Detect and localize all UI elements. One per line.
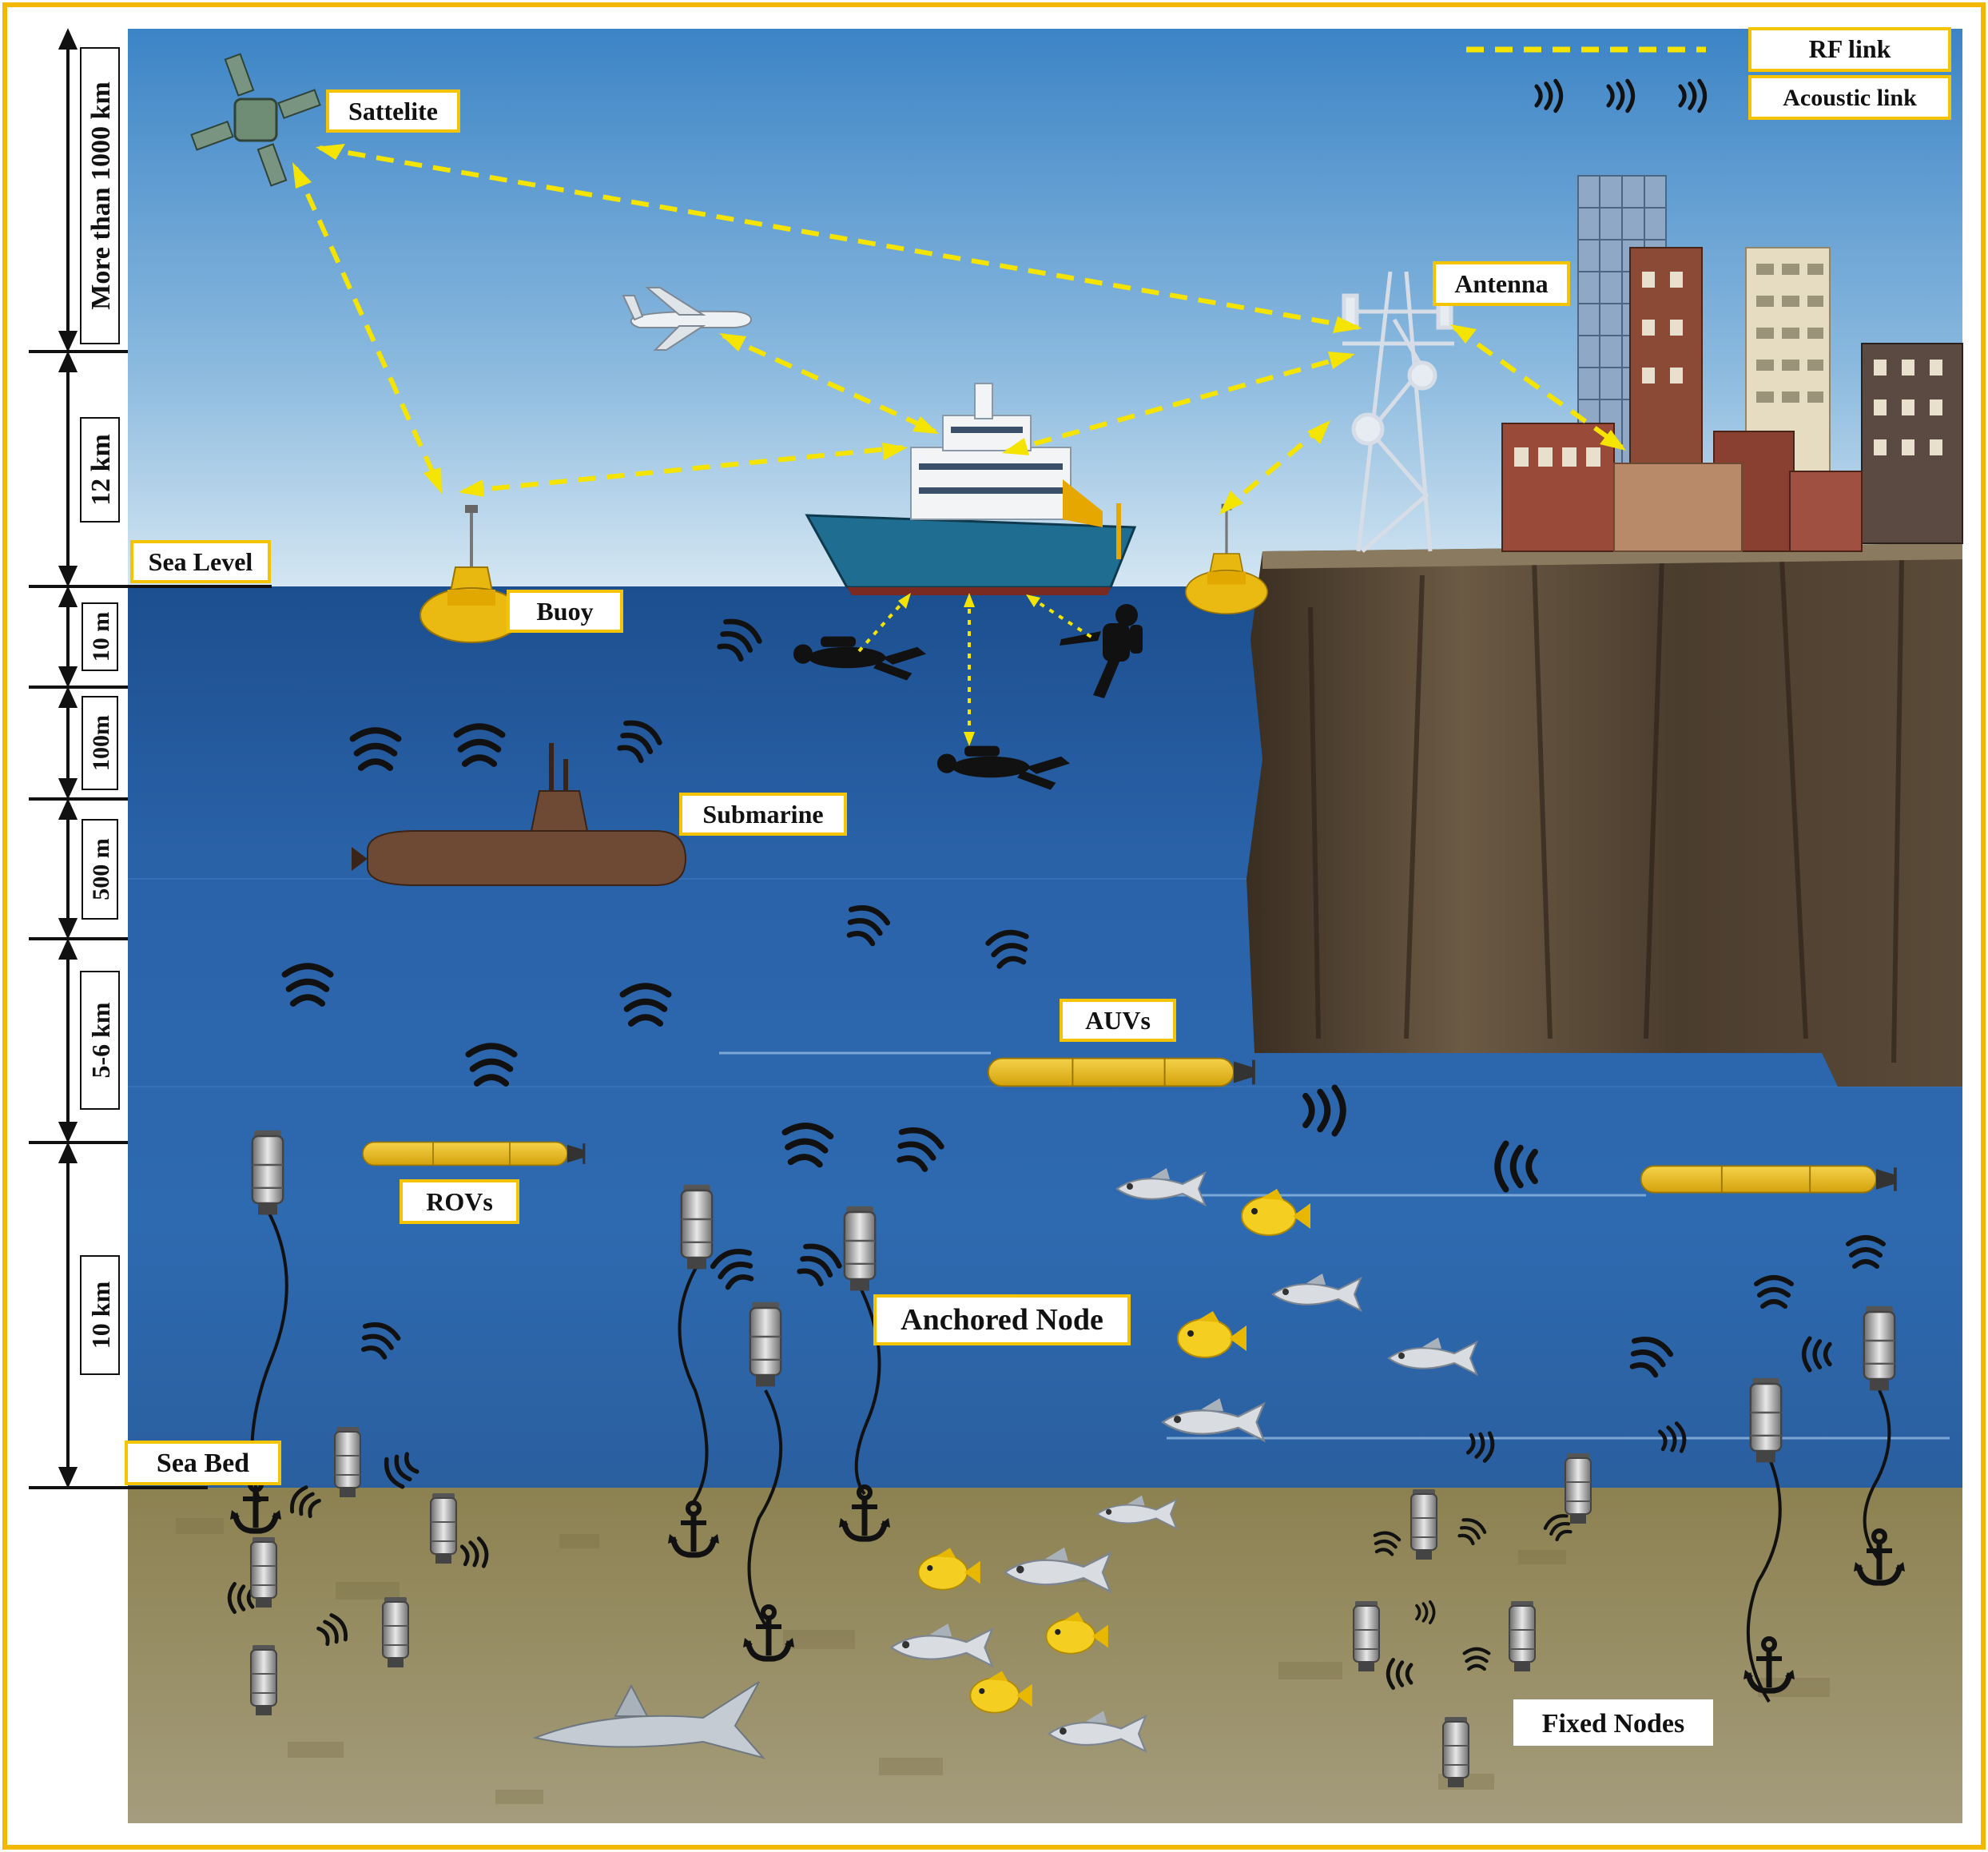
rov-icon (361, 1140, 586, 1167)
depth-scale (29, 28, 272, 1489)
legend-rf-label: RF link (1809, 34, 1891, 63)
buoy-label: Buoy (507, 590, 623, 633)
anchored-node-label: Anchored Node (873, 1294, 1131, 1345)
sea-bed-label: Sea Bed (125, 1441, 281, 1485)
rf-links (293, 145, 1624, 514)
antenna-label-text: Antenna (1454, 269, 1548, 298)
city (1501, 175, 1963, 552)
rovs-label-text: ROVs (426, 1187, 493, 1216)
fixed-nodes-label-text: Fixed Nodes (1542, 1709, 1685, 1739)
shark-icon (532, 1681, 765, 1759)
depth-label-500m: 500 m (88, 838, 114, 900)
ship-dotted-links (857, 596, 1096, 741)
depth-label-12km: 12 km (86, 434, 116, 506)
satellite-label: Sattelite (326, 89, 460, 133)
satellite-icon (190, 53, 321, 187)
ship-dotted-arrowheads (898, 593, 1040, 746)
depth-label-more-than-1000km: More than 1000 km (86, 81, 116, 310)
legend-acoustic-label: Acoustic link (1783, 85, 1917, 111)
submarine-icon (352, 743, 687, 886)
airplane-icon (622, 287, 753, 351)
auvs-label-text: AUVs (1085, 1006, 1151, 1035)
antenna-tower-icon (1342, 271, 1454, 553)
rf-link-arrowheads (292, 144, 1626, 515)
cliff (1246, 543, 1962, 1087)
depth-labels: More than 1000 km 12 km 10 m 100m 500 m … (80, 47, 120, 1375)
diver-icons (793, 604, 1143, 790)
depth-label-10m: 10 m (88, 612, 114, 662)
ship-icon (805, 383, 1137, 595)
sea-bed-text: Sea Bed (157, 1449, 249, 1478)
auvs-label: AUVs (1060, 999, 1176, 1042)
anchored-node-label-text: Anchored Node (901, 1303, 1103, 1337)
sea-level-text: Sea Level (149, 547, 253, 576)
fixed-nodes-label: Fixed Nodes (1513, 1699, 1713, 1746)
buoy-label-text: Buoy (536, 597, 593, 626)
satellite-label-text: Sattelite (348, 97, 438, 125)
depth-label-100m: 100m (88, 715, 114, 771)
legend: RF link Acoustic link (1748, 27, 1951, 120)
submarine-label-text: Submarine (702, 800, 823, 829)
submarine-label: Submarine (679, 793, 847, 836)
depth-label-10km: 10 km (86, 1281, 115, 1349)
antenna-label: Antenna (1433, 261, 1570, 306)
rovs-label: ROVs (400, 1179, 519, 1224)
depth-label-5-6km: 5-6 km (86, 1002, 115, 1078)
sea-level-label: Sea Level (130, 540, 271, 583)
